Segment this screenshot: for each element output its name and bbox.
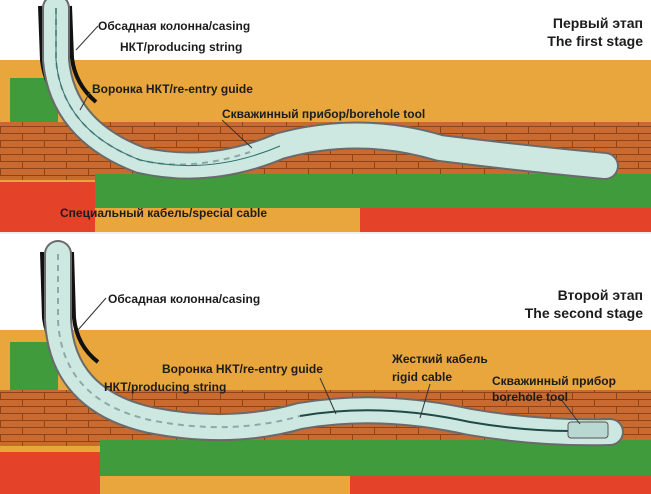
borehole-tool-shape-2 bbox=[568, 422, 608, 438]
label-borehole-tool-ru-2: Скважинный прибор bbox=[492, 374, 616, 388]
panel-divider bbox=[0, 232, 651, 234]
label-special-cable: Специальный кабель/special cable bbox=[60, 206, 267, 220]
label-reentry-guide-2: Воронка НКТ/re-entry guide bbox=[162, 362, 323, 376]
red-layer-right-2 bbox=[350, 476, 651, 494]
stage-2-title: Второй этап The second stage bbox=[525, 286, 643, 322]
red-layer-right bbox=[360, 208, 651, 232]
red-layer-left-2 bbox=[0, 452, 100, 494]
stage-2-title-ru: Второй этап bbox=[525, 286, 643, 304]
stage-2-panel bbox=[0, 234, 651, 494]
label-producing-string-1: НКТ/producing string bbox=[120, 40, 242, 54]
label-reentry-guide-1: Воронка НКТ/re-entry guide bbox=[92, 82, 253, 96]
label-rigid-cable-en: rigid cable bbox=[392, 370, 452, 384]
stage-1-title-ru: Первый этап bbox=[547, 14, 643, 32]
stage-1-title-en: The first stage bbox=[547, 32, 643, 50]
label-borehole-tool-en-2: borehole tool bbox=[492, 390, 568, 404]
label-producing-string-2: НКТ/producing string bbox=[104, 380, 226, 394]
label-casing-1: Обсадная колонна/casing bbox=[98, 19, 250, 33]
label-borehole-tool-1: Скважинный прибор/borehole tool bbox=[222, 107, 425, 121]
label-rigid-cable-ru: Жесткий кабель bbox=[392, 352, 488, 366]
stage-1-title: Первый этап The first stage bbox=[547, 14, 643, 50]
label-casing-2: Обсадная колонна/casing bbox=[108, 292, 260, 306]
stage-2-title-en: The second stage bbox=[525, 304, 643, 322]
